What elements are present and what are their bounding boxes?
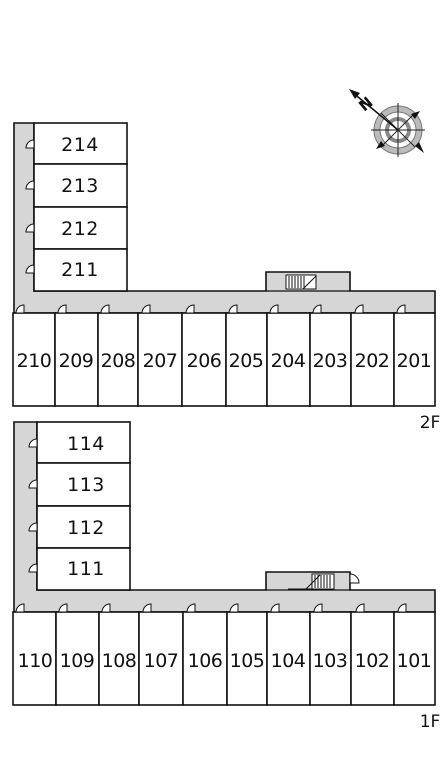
room-number: 206 xyxy=(187,350,222,372)
room-number: 108 xyxy=(102,650,137,672)
room-107: 107 xyxy=(138,611,184,706)
room-204: 204 xyxy=(266,312,311,407)
door-icon xyxy=(15,603,407,613)
room-203: 203 xyxy=(309,312,352,407)
room-number: 103 xyxy=(313,650,348,672)
room-102: 102 xyxy=(350,611,395,706)
room-number: 109 xyxy=(60,650,95,672)
room-212: 212 xyxy=(33,206,128,250)
room-208: 208 xyxy=(97,312,139,407)
room-number: 107 xyxy=(144,650,179,672)
room-number: 212 xyxy=(61,218,99,240)
floor-label-1f: 1F xyxy=(420,712,441,732)
room-111: 111 xyxy=(36,547,131,591)
room-number: 101 xyxy=(397,650,432,672)
room-110: 110 xyxy=(12,611,57,706)
door-icon xyxy=(28,438,38,573)
room-108: 108 xyxy=(98,611,140,706)
room-number: 113 xyxy=(67,474,105,496)
room-number: 210 xyxy=(17,350,52,372)
room-number: 110 xyxy=(18,650,53,672)
room-112: 112 xyxy=(36,505,131,549)
room-209: 209 xyxy=(54,312,99,407)
room-number: 205 xyxy=(229,350,264,372)
room-number: 201 xyxy=(397,350,432,372)
room-201: 201 xyxy=(393,312,436,407)
room-210: 210 xyxy=(12,312,56,407)
room-number: 214 xyxy=(61,134,99,156)
room-number: 106 xyxy=(188,650,223,672)
floor-1f: 114 113 112 111 110 109 xyxy=(12,421,441,732)
room-number: 207 xyxy=(143,350,178,372)
room-number: 203 xyxy=(313,350,348,372)
stairs-icon xyxy=(288,573,360,590)
room-number: 204 xyxy=(271,350,306,372)
room-number: 111 xyxy=(67,558,105,580)
room-number: 105 xyxy=(230,650,265,672)
room-number: 112 xyxy=(67,517,105,539)
room-number: 213 xyxy=(61,175,99,197)
room-number: 202 xyxy=(355,350,390,372)
room-213: 213 xyxy=(33,163,128,208)
room-114: 114 xyxy=(36,421,131,464)
room-104: 104 xyxy=(266,611,311,706)
room-101: 101 xyxy=(393,611,436,706)
room-106: 106 xyxy=(182,611,228,706)
room-109: 109 xyxy=(55,611,100,706)
floor-2f: 214 213 212 211 210 209 xyxy=(12,122,441,433)
room-207: 207 xyxy=(137,312,183,407)
room-214: 214 xyxy=(33,122,128,165)
room-211: 211 xyxy=(33,248,128,292)
room-105: 105 xyxy=(226,611,268,706)
room-number: 102 xyxy=(355,650,390,672)
room-206: 206 xyxy=(181,312,227,407)
compass-icon: N xyxy=(349,89,425,157)
room-number: 211 xyxy=(61,259,99,281)
stairs-icon xyxy=(285,274,317,290)
door-icon xyxy=(15,304,406,314)
room-113: 113 xyxy=(36,462,131,507)
room-number: 104 xyxy=(271,650,306,672)
floor-label-2f: 2F xyxy=(420,413,441,433)
room-number: 209 xyxy=(59,350,94,372)
room-205: 205 xyxy=(225,312,268,407)
door-icon xyxy=(25,139,35,274)
room-number: 114 xyxy=(67,433,105,455)
room-202: 202 xyxy=(350,312,395,407)
room-103: 103 xyxy=(309,611,352,706)
room-number: 208 xyxy=(101,350,136,372)
